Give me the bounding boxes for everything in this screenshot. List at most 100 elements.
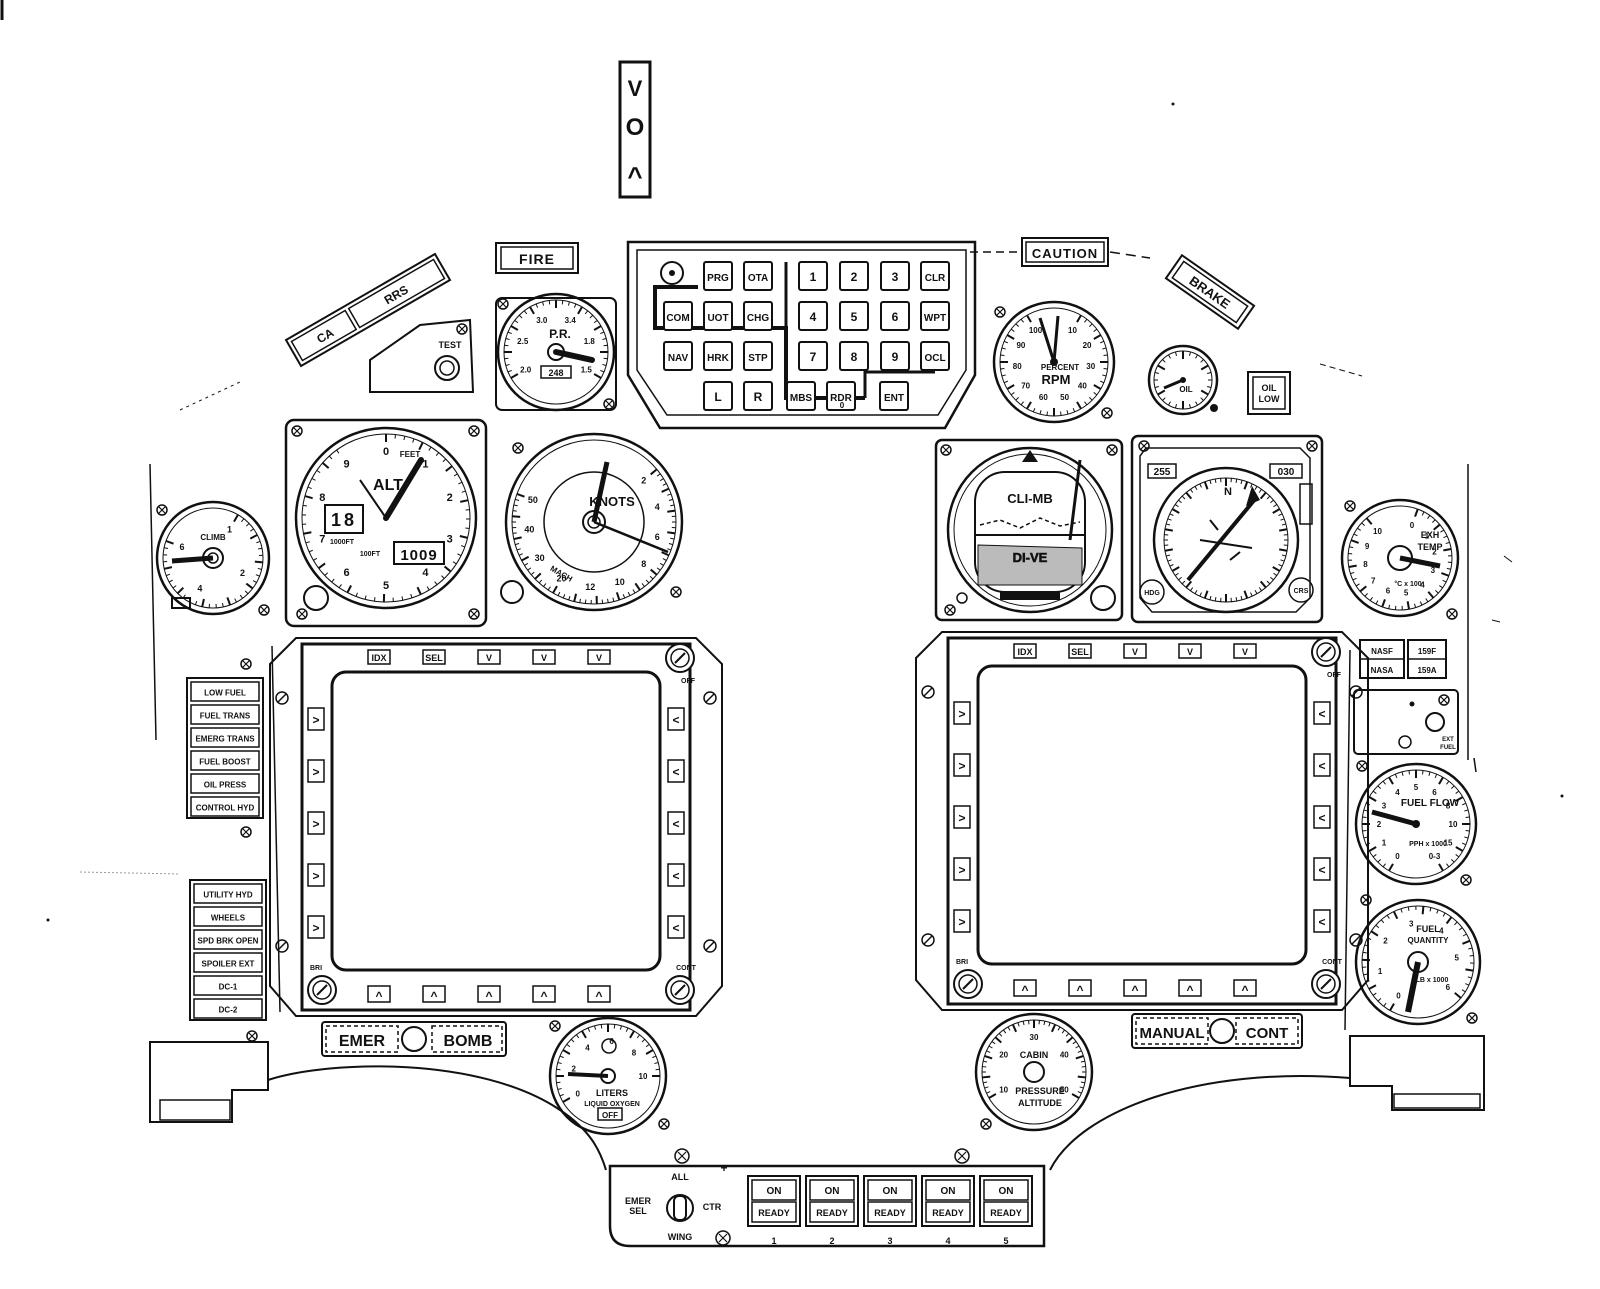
mfd-top-button-3[interactable]: V xyxy=(1123,643,1147,659)
mfd-right-button-2[interactable]: < xyxy=(1313,753,1331,777)
ufc-key-hrk[interactable]: HRK xyxy=(703,341,733,371)
mfd-contrast-knob[interactable] xyxy=(1311,969,1341,999)
ufc-key-prg[interactable]: PRG xyxy=(703,261,733,291)
ca-rrs-light-bar[interactable]: CA RRS xyxy=(284,252,452,368)
mfd-left-button-2[interactable]: > xyxy=(307,759,325,783)
dial-tick xyxy=(1093,392,1098,396)
mfd-top-button-3[interactable]: V xyxy=(477,649,501,665)
ufc-key-3[interactable]: 3 xyxy=(880,261,910,291)
mfd-bottom-button-1[interactable]: ^ xyxy=(1013,979,1037,997)
ufc-key-nav[interactable]: NAV xyxy=(663,341,693,371)
ufc-key-7[interactable]: 7 xyxy=(798,341,828,371)
annunciator-spoiler-ext[interactable]: SPOILER EXT xyxy=(193,952,263,973)
mfd-bottom-button-1[interactable]: ^ xyxy=(367,985,391,1003)
mfd-bottom-button-4[interactable]: ^ xyxy=(532,985,556,1003)
annunciator-control-hyd[interactable]: CONTROL HYD xyxy=(190,796,260,817)
annunciator-dc-2[interactable]: DC-2 xyxy=(193,998,263,1019)
ufc-key-6[interactable]: 6 xyxy=(880,301,910,331)
annunciator-fuel-trans[interactable]: FUEL TRANS xyxy=(190,704,260,725)
oil-low-light[interactable]: OIL LOW xyxy=(1247,371,1291,415)
mfd-bottom-button-2[interactable]: ^ xyxy=(422,985,446,1003)
mfd-bottom-button-4[interactable]: ^ xyxy=(1178,979,1202,997)
brake-light[interactable]: BRAKE xyxy=(1164,253,1256,331)
ufc-key-ota[interactable]: OTA xyxy=(743,261,773,291)
mfd-left-button-1[interactable]: > xyxy=(953,701,971,725)
ufc-key-8[interactable]: 8 xyxy=(839,341,869,371)
mfd-right-button-5[interactable]: < xyxy=(667,915,685,939)
mfd-top-button-2[interactable]: SEL xyxy=(1068,643,1092,659)
mfd-top-button-2[interactable]: SEL xyxy=(422,649,446,665)
dial-tick xyxy=(316,469,321,474)
annunciator-wheels[interactable]: WHEELS xyxy=(193,906,263,927)
mfd-bottom-button-5[interactable]: ^ xyxy=(587,985,611,1003)
mfd-top-button-1[interactable]: IDX xyxy=(367,649,391,665)
mfd-power-knob[interactable] xyxy=(1311,637,1341,667)
ufc-key-5[interactable]: 5 xyxy=(839,301,869,331)
mfd-left-button-4[interactable]: > xyxy=(953,857,971,881)
emer-bomb-switch[interactable]: EMER BOMB xyxy=(321,1020,561,1057)
mfd-contrast-knob[interactable] xyxy=(665,975,695,1005)
mfd-bottom-button-3[interactable]: ^ xyxy=(477,985,501,1003)
ufc-key-rdr[interactable]: RDR xyxy=(826,381,856,411)
mfd-left-button-2[interactable]: > xyxy=(953,753,971,777)
ufc-key-1[interactable]: 1 xyxy=(798,261,828,291)
ufc-key-2[interactable]: 2 xyxy=(839,261,869,291)
mfd-left-button-4[interactable]: > xyxy=(307,863,325,887)
test-button-plate[interactable]: TEST xyxy=(369,318,475,393)
mfd-right-button-5[interactable]: < xyxy=(1313,909,1331,933)
ufc-key-mbs[interactable]: MBS xyxy=(786,381,816,411)
mfd-top-button-4[interactable]: V xyxy=(532,649,556,665)
emer-select-rotary-switch[interactable] xyxy=(666,1194,694,1222)
mfd-bottom-button-5[interactable]: ^ xyxy=(1233,979,1257,997)
mfd-top-button-5[interactable]: V xyxy=(1233,643,1257,659)
ufc-key-chg[interactable]: CHG xyxy=(743,301,773,331)
mfd-right-button-3[interactable]: < xyxy=(667,811,685,835)
annunciator-fuel-boost[interactable]: FUEL BOOST xyxy=(190,750,260,771)
ufc-key-ocl[interactable]: OCL xyxy=(920,341,950,371)
mfd-right-button-2[interactable]: < xyxy=(667,759,685,783)
ufc-key-9[interactable]: 9 xyxy=(880,341,910,371)
mfd-right-button-4[interactable]: < xyxy=(1313,857,1331,881)
mfd-left-button-5[interactable]: > xyxy=(953,909,971,933)
mfd-right-button-1[interactable]: < xyxy=(667,707,685,731)
mfd-right-button-1[interactable]: < xyxy=(1313,701,1331,725)
ufc-key-wpt[interactable]: WPT xyxy=(920,301,950,331)
mfd-brightness-knob[interactable] xyxy=(307,975,337,1005)
mfd-bottom-button-3[interactable]: ^ xyxy=(1123,979,1147,997)
annunciator-emerg-trans[interactable]: EMERG TRANS xyxy=(190,727,260,748)
mfd-right-button-4[interactable]: < xyxy=(667,863,685,887)
mfd-left-button-3[interactable]: > xyxy=(307,811,325,835)
ufc-key-com[interactable]: COM xyxy=(663,301,693,331)
annunciator-low-fuel[interactable]: LOW FUEL xyxy=(190,681,260,702)
ufc-key-clr[interactable]: CLR xyxy=(920,261,950,291)
annunciator-utility-hyd[interactable]: UTILITY HYD xyxy=(193,883,263,904)
annunciator-oil-press[interactable]: OIL PRESS xyxy=(190,773,260,794)
ufc-key-4[interactable]: 4 xyxy=(798,301,828,331)
mfd-left-button-3[interactable]: > xyxy=(953,805,971,829)
mfd-top-button-4[interactable]: V xyxy=(1178,643,1202,659)
manual-cont-switch[interactable]: MANUAL CONT xyxy=(1131,1013,1303,1049)
mfd-left-button-5[interactable]: > xyxy=(307,915,325,939)
mfd-top-button-1[interactable]: IDX xyxy=(1013,643,1037,659)
mfd-brightness-knob[interactable] xyxy=(953,969,983,999)
annunciator-spd-brk-open[interactable]: SPD BRK OPEN xyxy=(193,929,263,950)
annunciator-dc-1[interactable]: DC-1 xyxy=(193,975,263,996)
ufc-key-stp[interactable]: STP xyxy=(743,341,773,371)
mfd-left-button-1[interactable]: > xyxy=(307,707,325,731)
mfd-power-knob[interactable] xyxy=(665,643,695,673)
mfd-right-button-3[interactable]: < xyxy=(1313,805,1331,829)
fire-warning-light[interactable]: FIRE xyxy=(495,242,579,274)
ufc-key-r[interactable]: R xyxy=(743,381,773,411)
caution-light[interactable]: CAUTION xyxy=(970,237,1151,267)
mfd-top-button-5[interactable]: V xyxy=(587,649,611,665)
ufc-key-uot[interactable]: UOT xyxy=(703,301,733,331)
ufc-key-l[interactable]: L xyxy=(703,381,733,411)
mfd-bottom-button-2[interactable]: ^ xyxy=(1068,979,1092,997)
ufc-key-ent[interactable]: ENT xyxy=(879,381,909,411)
ext-fuel-switch-plate[interactable]: EXT FUEL xyxy=(1353,689,1459,755)
